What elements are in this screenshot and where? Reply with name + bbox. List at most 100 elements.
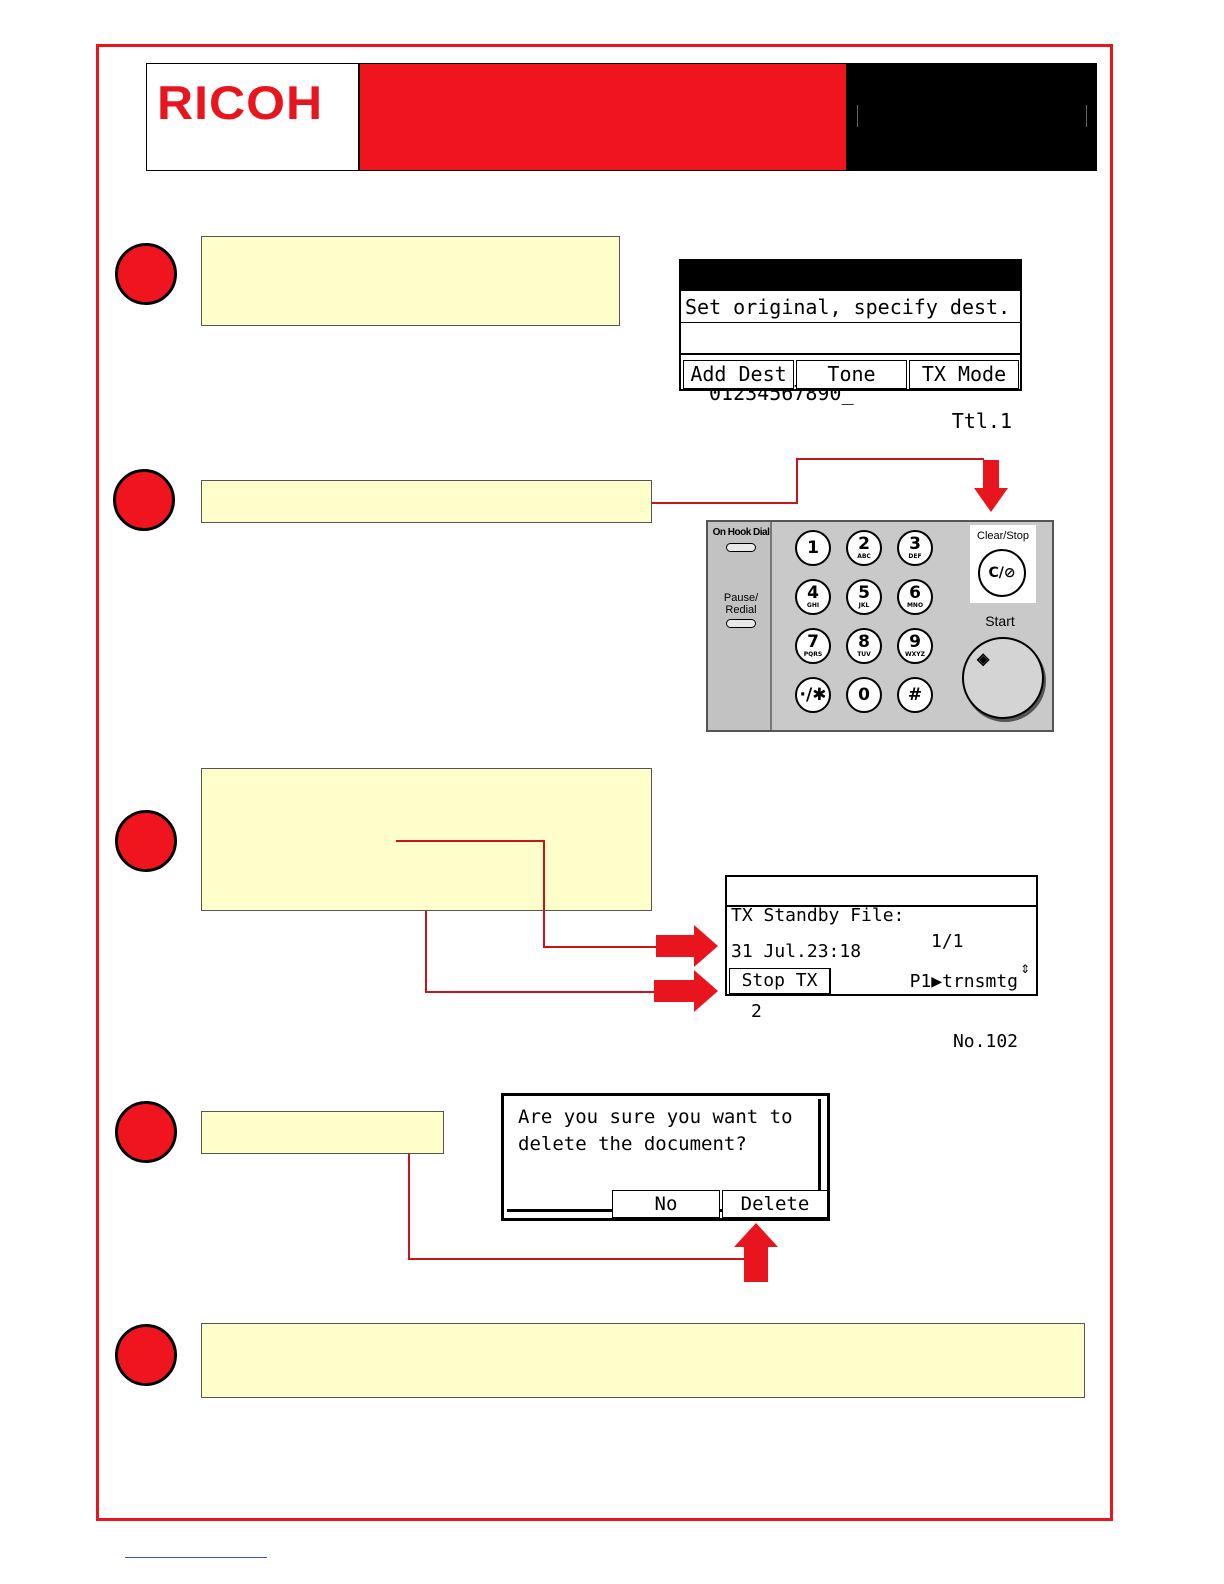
delete-button[interactable]: Delete xyxy=(722,1190,828,1218)
keypad-key-digit: 0 xyxy=(858,685,870,705)
step-3-connector-a-bottom xyxy=(543,946,657,948)
lcd-total: Ttl.1 xyxy=(951,409,1012,433)
lcd-tx-dest-row: ☎ 2 No.102 xyxy=(727,937,1036,1052)
on-hook-dial-label: On Hook Dial xyxy=(712,527,770,538)
keypad-key-letters: DEF xyxy=(908,553,922,560)
down-arrow-icon xyxy=(974,488,1008,512)
clear-stop-button[interactable]: C/⊘ xyxy=(978,549,1026,597)
step-2-marker xyxy=(113,469,175,531)
start-button[interactable]: ◈ xyxy=(962,637,1044,719)
right-arrow-1-shaft xyxy=(656,935,696,957)
lcd-tx-file-no: No.102 xyxy=(952,1031,1018,1052)
lcd-status-text: Ready xyxy=(709,319,770,343)
refresh-icon: ↻ xyxy=(687,291,700,315)
keypad-key-letters: ABC xyxy=(857,553,871,560)
keypad-key-11[interactable]: 0 xyxy=(846,677,882,713)
right-arrow-icon-2 xyxy=(694,970,718,1012)
dialog-line-1: Are you sure you want to xyxy=(518,1106,793,1128)
clear-stop-label: Clear/Stop xyxy=(977,530,1029,542)
lcd-divider xyxy=(681,353,1020,359)
step-5-note xyxy=(201,1323,1085,1398)
keypad-key-letters: PQRS xyxy=(803,651,823,658)
keypad-key-digit: # xyxy=(907,685,923,705)
lcd-message: Set original, specify dest. xyxy=(681,292,1020,323)
keypad-key-letters: TUV xyxy=(857,651,871,658)
logo-box: RICOH xyxy=(146,63,359,171)
header-tick-right xyxy=(1086,105,1087,127)
keypad-key-digit: 4 xyxy=(807,583,819,603)
pause-redial-button[interactable] xyxy=(726,619,756,628)
step-3-note xyxy=(201,768,652,911)
add-dest-button[interactable]: Add Dest xyxy=(683,360,794,389)
keypad-key-digit: ·/✱ xyxy=(799,685,827,705)
dialog-line-2: delete the document? xyxy=(518,1133,747,1155)
step-2-connector-v xyxy=(796,458,798,504)
pause-redial-label: Pause/ Redial xyxy=(723,592,759,616)
keypad-key-digit: 3 xyxy=(909,534,921,554)
keypad-key-digit: 6 xyxy=(909,583,921,603)
keypad-key-digit: 2 xyxy=(858,534,870,554)
down-arrow-shaft xyxy=(983,460,999,490)
header-black-band xyxy=(847,63,1097,171)
step-1-note xyxy=(201,236,620,326)
keypad-key-letters: JKL xyxy=(858,602,870,609)
lcd-delete-dialog: Are you sure you want to delete the docu… xyxy=(501,1093,830,1221)
step-4-marker xyxy=(115,1101,177,1163)
step-2-connector-h xyxy=(652,502,798,504)
step-5-marker xyxy=(115,1324,177,1386)
keypad-key-10[interactable]: ·/✱ xyxy=(795,677,831,713)
lcd-tx-datetime: 31 Jul.23:18 xyxy=(731,941,862,962)
step-4-connector-h xyxy=(408,1258,744,1260)
right-arrow-icon xyxy=(694,925,718,967)
no-button[interactable]: No xyxy=(612,1190,720,1218)
lcd-tx-title: TX Standby File: xyxy=(731,905,905,926)
lcd-tx-standby-screen: TX Standby File: 1/1 ⇕ 31 Jul.23:18 P1▶t… xyxy=(725,875,1038,1052)
start-icon: ◈ xyxy=(977,651,990,668)
step-3-connector-a-v xyxy=(543,840,545,948)
header-red-band xyxy=(359,63,847,171)
lcd-tx-title-row: TX Standby File: 1/1 ⇕ xyxy=(727,877,1036,977)
tone-button[interactable]: Tone xyxy=(796,360,907,389)
lcd-tx-info-row: 31 Jul.23:18 P1▶trnsmtg xyxy=(727,907,1036,992)
step-2-note xyxy=(201,480,652,523)
step-3-connector-a-h xyxy=(396,840,545,842)
keypad-key-digit: 9 xyxy=(909,632,921,652)
step-4-note xyxy=(201,1111,444,1154)
right-arrow-2-shaft xyxy=(654,980,696,1002)
header-tick-left xyxy=(857,105,858,127)
step-4-connector-v xyxy=(408,1154,410,1260)
lcd-number-row: ☎ 01234567890_ Ttl.1 xyxy=(681,323,1020,433)
step-3-connector-b-v xyxy=(425,911,427,993)
keypad-key-letters: MNO xyxy=(906,602,924,609)
tx-mode-button[interactable]: TX Mode xyxy=(909,360,1019,389)
start-label: Start xyxy=(985,613,1015,629)
step-3-connector-b-h xyxy=(425,991,655,993)
lcd-tx-page: 1/1 xyxy=(931,931,964,952)
keypad-key-12[interactable]: # xyxy=(897,677,933,713)
step-2-connector-top xyxy=(796,458,984,460)
keypad-key-letters: GHI xyxy=(806,602,820,609)
lcd-softkey-row: Add Dest Tone TX Mode xyxy=(681,360,1020,389)
up-down-arrow-icon: ⇕ xyxy=(1020,958,1030,977)
up-arrow-icon xyxy=(734,1223,778,1247)
keypad-key-1[interactable]: 1 xyxy=(795,530,831,566)
on-hook-dial-button[interactable] xyxy=(726,543,756,552)
stop-tx-button[interactable]: Stop TX xyxy=(729,968,831,994)
up-arrow-shaft xyxy=(744,1246,768,1282)
keypad-key-digit: 7 xyxy=(807,632,819,652)
footer-link-underline xyxy=(125,1557,267,1558)
page-frame xyxy=(96,44,1113,1521)
ricoh-logo: RICOH xyxy=(157,76,324,130)
lcd-ready-screen: ↻ Ready 100% Set original, specify dest.… xyxy=(679,259,1022,433)
step-3-marker xyxy=(115,810,177,872)
lcd-status-bar: ↻ Ready 100% xyxy=(681,261,1020,371)
